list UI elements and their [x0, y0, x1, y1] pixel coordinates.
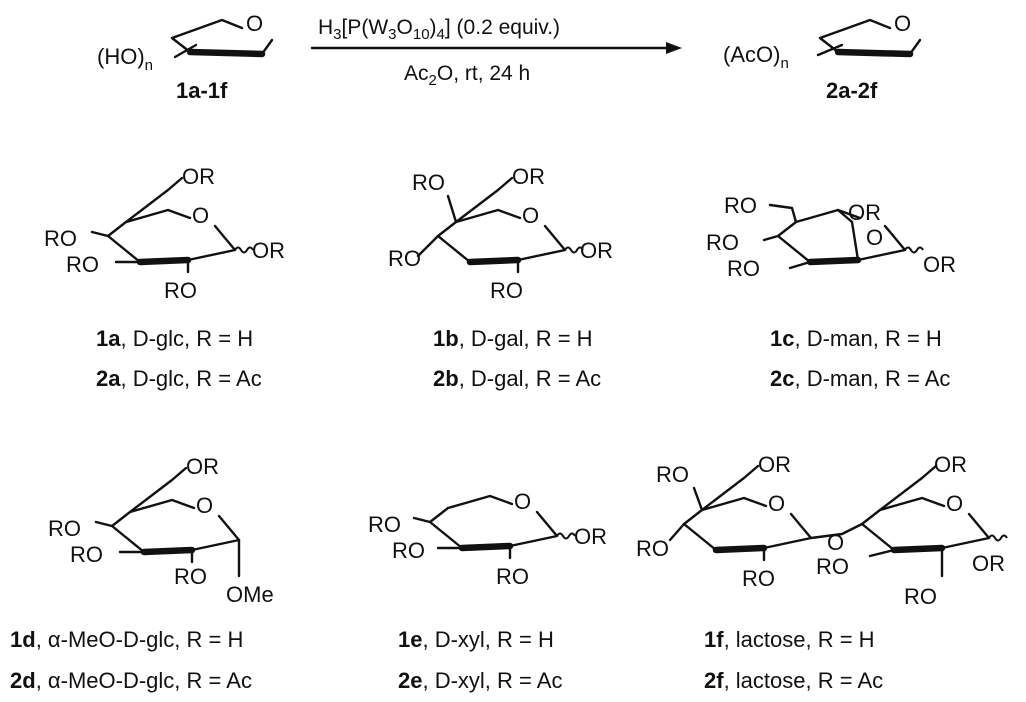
svg-text:OR: OR — [580, 238, 613, 263]
svg-text:OR: OR — [923, 252, 956, 277]
svg-text:(HO)n: (HO)n — [97, 44, 153, 74]
svg-text:RO: RO — [392, 538, 425, 563]
svg-text:OR: OR — [972, 551, 1005, 576]
structure-glucose: O OR RO RO RO OR — [44, 164, 285, 303]
conditions-label: Ac2O, rt, 24 h — [404, 62, 530, 89]
caption-2e: 2e, D-xyl, R = Ac — [398, 668, 562, 693]
svg-text:RO: RO — [706, 230, 739, 255]
caption-1e: 1e, D-xyl, R = H — [398, 627, 554, 652]
svg-text:OR: OR — [848, 200, 881, 225]
svg-text:OR: OR — [758, 452, 791, 477]
reactant-label: 1a-1f — [176, 78, 228, 103]
caption-1b: 1b, D-gal, R = H — [433, 326, 593, 351]
reaction-arrow: H3[P(W3O10)4] (0.2 equiv.) Ac2O, rt, 24 … — [310, 16, 682, 89]
svg-text:O: O — [514, 489, 531, 514]
caption-2d: 2d, α-MeO-D-glc, R = Ac — [10, 668, 252, 693]
svg-text:RO: RO — [727, 256, 760, 281]
svg-text:RO: RO — [388, 246, 421, 271]
svg-text:OR: OR — [574, 524, 607, 549]
caption-2f: 2f, lactose, R = Ac — [704, 668, 883, 693]
caption-1d: 1d, α-MeO-D-glc, R = H — [10, 627, 243, 652]
svg-text:RO: RO — [412, 170, 445, 195]
svg-text:O: O — [192, 203, 209, 228]
svg-text:RO: RO — [368, 512, 401, 537]
svg-text:RO: RO — [816, 554, 849, 579]
ring-oxygen: O — [894, 11, 911, 36]
svg-text:RO: RO — [164, 278, 197, 303]
svg-text:OR: OR — [934, 452, 967, 477]
svg-text:O: O — [768, 491, 785, 516]
svg-text:OR: OR — [252, 238, 285, 263]
catalyst-label: H3[P(W3O10)4] (0.2 equiv.) — [318, 16, 560, 43]
svg-text:RO: RO — [656, 462, 689, 487]
svg-text:RO: RO — [174, 564, 207, 589]
svg-text:RO: RO — [48, 516, 81, 541]
svg-text:O: O — [946, 491, 963, 516]
svg-text:OR: OR — [182, 164, 215, 189]
svg-text:O: O — [827, 530, 844, 555]
structure-mannose: O RO OR RO RO OR — [706, 193, 956, 281]
svg-text:RO: RO — [496, 564, 529, 589]
caption-2b: 2b, D-gal, R = Ac — [433, 366, 601, 391]
svg-text:OMe: OMe — [226, 582, 274, 607]
hydroxyl-count: n — [145, 57, 153, 74]
caption-2c: 2c, D-man, R = Ac — [770, 366, 950, 391]
acetoxy-count: n — [780, 55, 788, 72]
svg-text:RO: RO — [66, 252, 99, 277]
svg-text:RO: RO — [904, 584, 937, 609]
svg-text:RO: RO — [724, 193, 757, 218]
hydroxyl-group: (HO) — [97, 44, 145, 69]
structure-xylose: O RO RO RO OR — [368, 489, 607, 589]
svg-text:(AcO)n: (AcO)n — [723, 42, 789, 72]
svg-text:O: O — [196, 493, 213, 518]
svg-text:O: O — [866, 225, 883, 250]
svg-text:RO: RO — [490, 278, 523, 303]
svg-text:RO: RO — [636, 536, 669, 561]
acetoxy-group: (AcO) — [723, 42, 780, 67]
caption-1c: 1c, D-man, R = H — [770, 326, 942, 351]
caption-1f: 1f, lactose, R = H — [704, 627, 875, 652]
svg-text:RO: RO — [70, 542, 103, 567]
reactant-generic-sugar: O (HO)n 1a-1f — [97, 11, 274, 103]
structure-galactose: O OR RO RO RO OR — [388, 164, 613, 303]
caption-1a: 1a, D-glc, R = H — [96, 326, 253, 351]
svg-text:O: O — [522, 203, 539, 228]
svg-text:OR: OR — [512, 164, 545, 189]
product-generic-sugar: O (AcO)n 2a-2f — [723, 11, 922, 103]
product-label: 2a-2f — [826, 78, 878, 103]
svg-text:RO: RO — [44, 226, 77, 251]
structure-methyl-glucoside: O OR RO RO RO OMe — [48, 454, 274, 607]
ring-oxygen: O — [246, 11, 263, 36]
svg-text:RO: RO — [742, 566, 775, 591]
caption-2a: 2a, D-glc, R = Ac — [96, 366, 262, 391]
structure-lactose: O OR RO RO RO O O OR RO RO OR — [636, 452, 1008, 609]
svg-text:OR: OR — [186, 454, 219, 479]
